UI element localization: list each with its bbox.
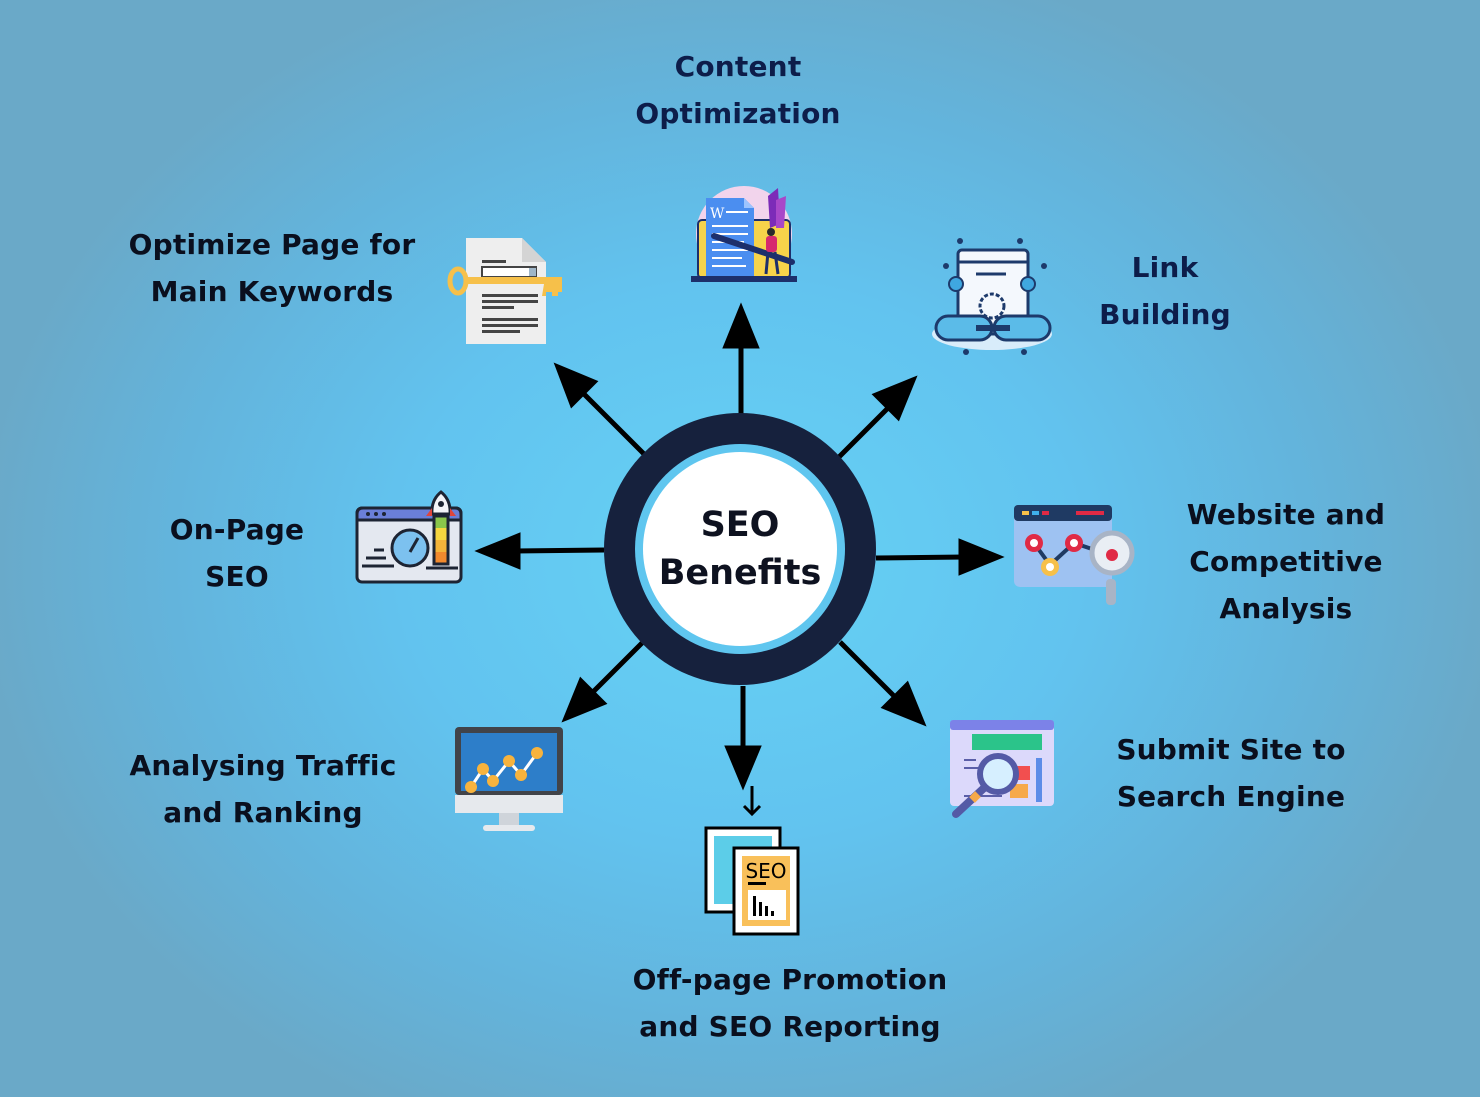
label-content-optimization: Content Optimization [618, 43, 858, 137]
label-line: Optimize Page for [128, 228, 416, 261]
chain-link-icon [932, 238, 1052, 355]
arrow-right [875, 554, 966, 561]
label-on-page-seo: On-Page SEO [147, 506, 327, 600]
center-hub: SEO Benefits [604, 413, 876, 685]
label-line: Analysing Traffic [129, 749, 397, 782]
arrow-down-left [586, 641, 644, 699]
svg-text:W: W [710, 206, 725, 222]
label-line: Building [1099, 298, 1231, 331]
arrow-up-right [836, 402, 894, 460]
arrow-left-head [474, 532, 521, 570]
seo-report-icon: SEO [704, 786, 800, 936]
document-key-icon [447, 238, 562, 344]
content-writing-icon: W [691, 186, 797, 282]
label-optimize-keywords: Optimize Page for Main Keywords [112, 221, 432, 315]
label-line: and SEO Reporting [639, 1010, 941, 1043]
arrow-down-right-head [880, 680, 927, 727]
speed-gauge-rocket-icon [355, 490, 463, 584]
label-line: SEO [205, 560, 269, 593]
arrow-right-head [958, 538, 1005, 576]
label-link-building: Link Building [1085, 244, 1245, 338]
label-line: On-Page [169, 513, 305, 546]
arrow-up-head [722, 302, 760, 349]
label-website-competitive-analysis: Website and Competitive Analysis [1166, 491, 1406, 632]
arrow-down-right [838, 640, 902, 704]
arrow-down-left-head [561, 676, 608, 723]
monitor-chart-icon [455, 727, 563, 831]
svg-text:SEO: SEO [745, 859, 786, 883]
label-submit-site: Submit Site to Search Engine [1096, 726, 1366, 820]
arrow-up-left [578, 388, 647, 457]
label-line: Link [1131, 251, 1199, 284]
label-off-page-promotion: Off-page Promotion and SEO Reporting [595, 956, 985, 1050]
arrow-left [514, 547, 605, 554]
label-line: Competitive [1189, 545, 1383, 578]
hub-title-line2: Benefits [658, 553, 822, 593]
label-line: Submit Site to [1116, 733, 1346, 766]
hub-core: SEO Benefits [643, 452, 837, 646]
arrow-down-head [724, 745, 762, 791]
label-line: Website and [1186, 498, 1386, 531]
hub-title-line1: SEO [700, 505, 780, 545]
arrow-up-left-head [553, 362, 599, 409]
label-line: Search Engine [1116, 780, 1346, 813]
arrow-up-right-head [871, 375, 918, 422]
label-line: Analysis [1219, 592, 1353, 625]
label-line: Off-page Promotion [632, 963, 948, 996]
analysis-magnifier-icon [1014, 505, 1135, 605]
label-analysing-traffic: Analysing Traffic and Ranking [108, 742, 418, 836]
hub-ring: SEO Benefits [635, 444, 845, 654]
search-webpage-icon [950, 720, 1054, 818]
label-line: Optimization [635, 97, 841, 130]
label-line: Content [674, 50, 802, 83]
label-line: Main Keywords [150, 275, 394, 308]
label-line: and Ranking [163, 796, 363, 829]
